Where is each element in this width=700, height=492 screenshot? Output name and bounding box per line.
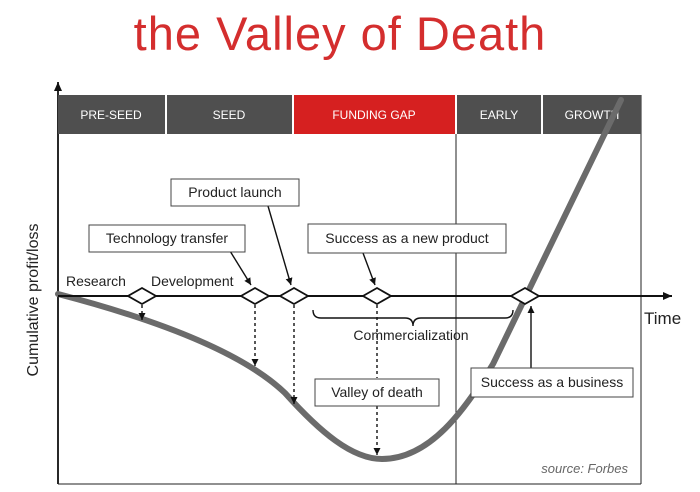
time-axis-label: Time — [644, 309, 681, 328]
commercialization-brace — [312, 309, 514, 327]
stage-pre-seed — [58, 95, 165, 134]
arrow-technology-transfer — [229, 250, 252, 286]
callout-success-business — [470, 367, 634, 398]
milestone-diamond-technology-transfer — [239, 286, 271, 306]
milestone-diamond-research — [126, 286, 158, 306]
source-label: source: Forbes — [541, 461, 628, 476]
stage-funding-gap-label: FUNDING GAP — [332, 108, 415, 122]
stage-seed-label: SEED — [213, 108, 246, 122]
success-new-product-label: Success as a new product — [325, 230, 489, 246]
stage-funding-gap — [294, 95, 455, 134]
stage-pre-seed-label: PRE-SEED — [80, 108, 142, 122]
development-label: Development — [151, 273, 234, 289]
product-launch-label: Product launch — [188, 184, 281, 200]
stage-growth — [543, 95, 641, 134]
callout-product-launch — [170, 178, 300, 207]
technology-transfer-label: Technology transfer — [106, 230, 229, 246]
arrow-new-product — [362, 252, 376, 286]
stage-early-label: EARLY — [480, 108, 518, 122]
milestone-diamond-business — [509, 286, 541, 306]
commercialization-label: Commercialization — [353, 327, 468, 343]
arrow-product-launch — [267, 205, 293, 286]
profit-loss-curve — [55, 97, 624, 463]
milestone-diamond-product-launch — [278, 286, 310, 306]
callout-technology-transfer — [88, 224, 246, 253]
stage-growth-label: GROWTH — [565, 108, 620, 122]
callout-success-new-product — [307, 223, 507, 254]
stage-seed — [167, 95, 292, 134]
valley-of-death-label: Valley of death — [331, 384, 423, 400]
stage-early — [457, 95, 541, 134]
page-title: the Valley of Death — [133, 7, 547, 60]
research-label: Research — [66, 273, 126, 289]
success-business-label: Success as a business — [481, 374, 623, 390]
y-axis-label: Cumulative profit/loss — [25, 224, 42, 377]
callout-valley-of-death — [314, 378, 440, 407]
milestone-diamond-new-product — [361, 286, 393, 306]
